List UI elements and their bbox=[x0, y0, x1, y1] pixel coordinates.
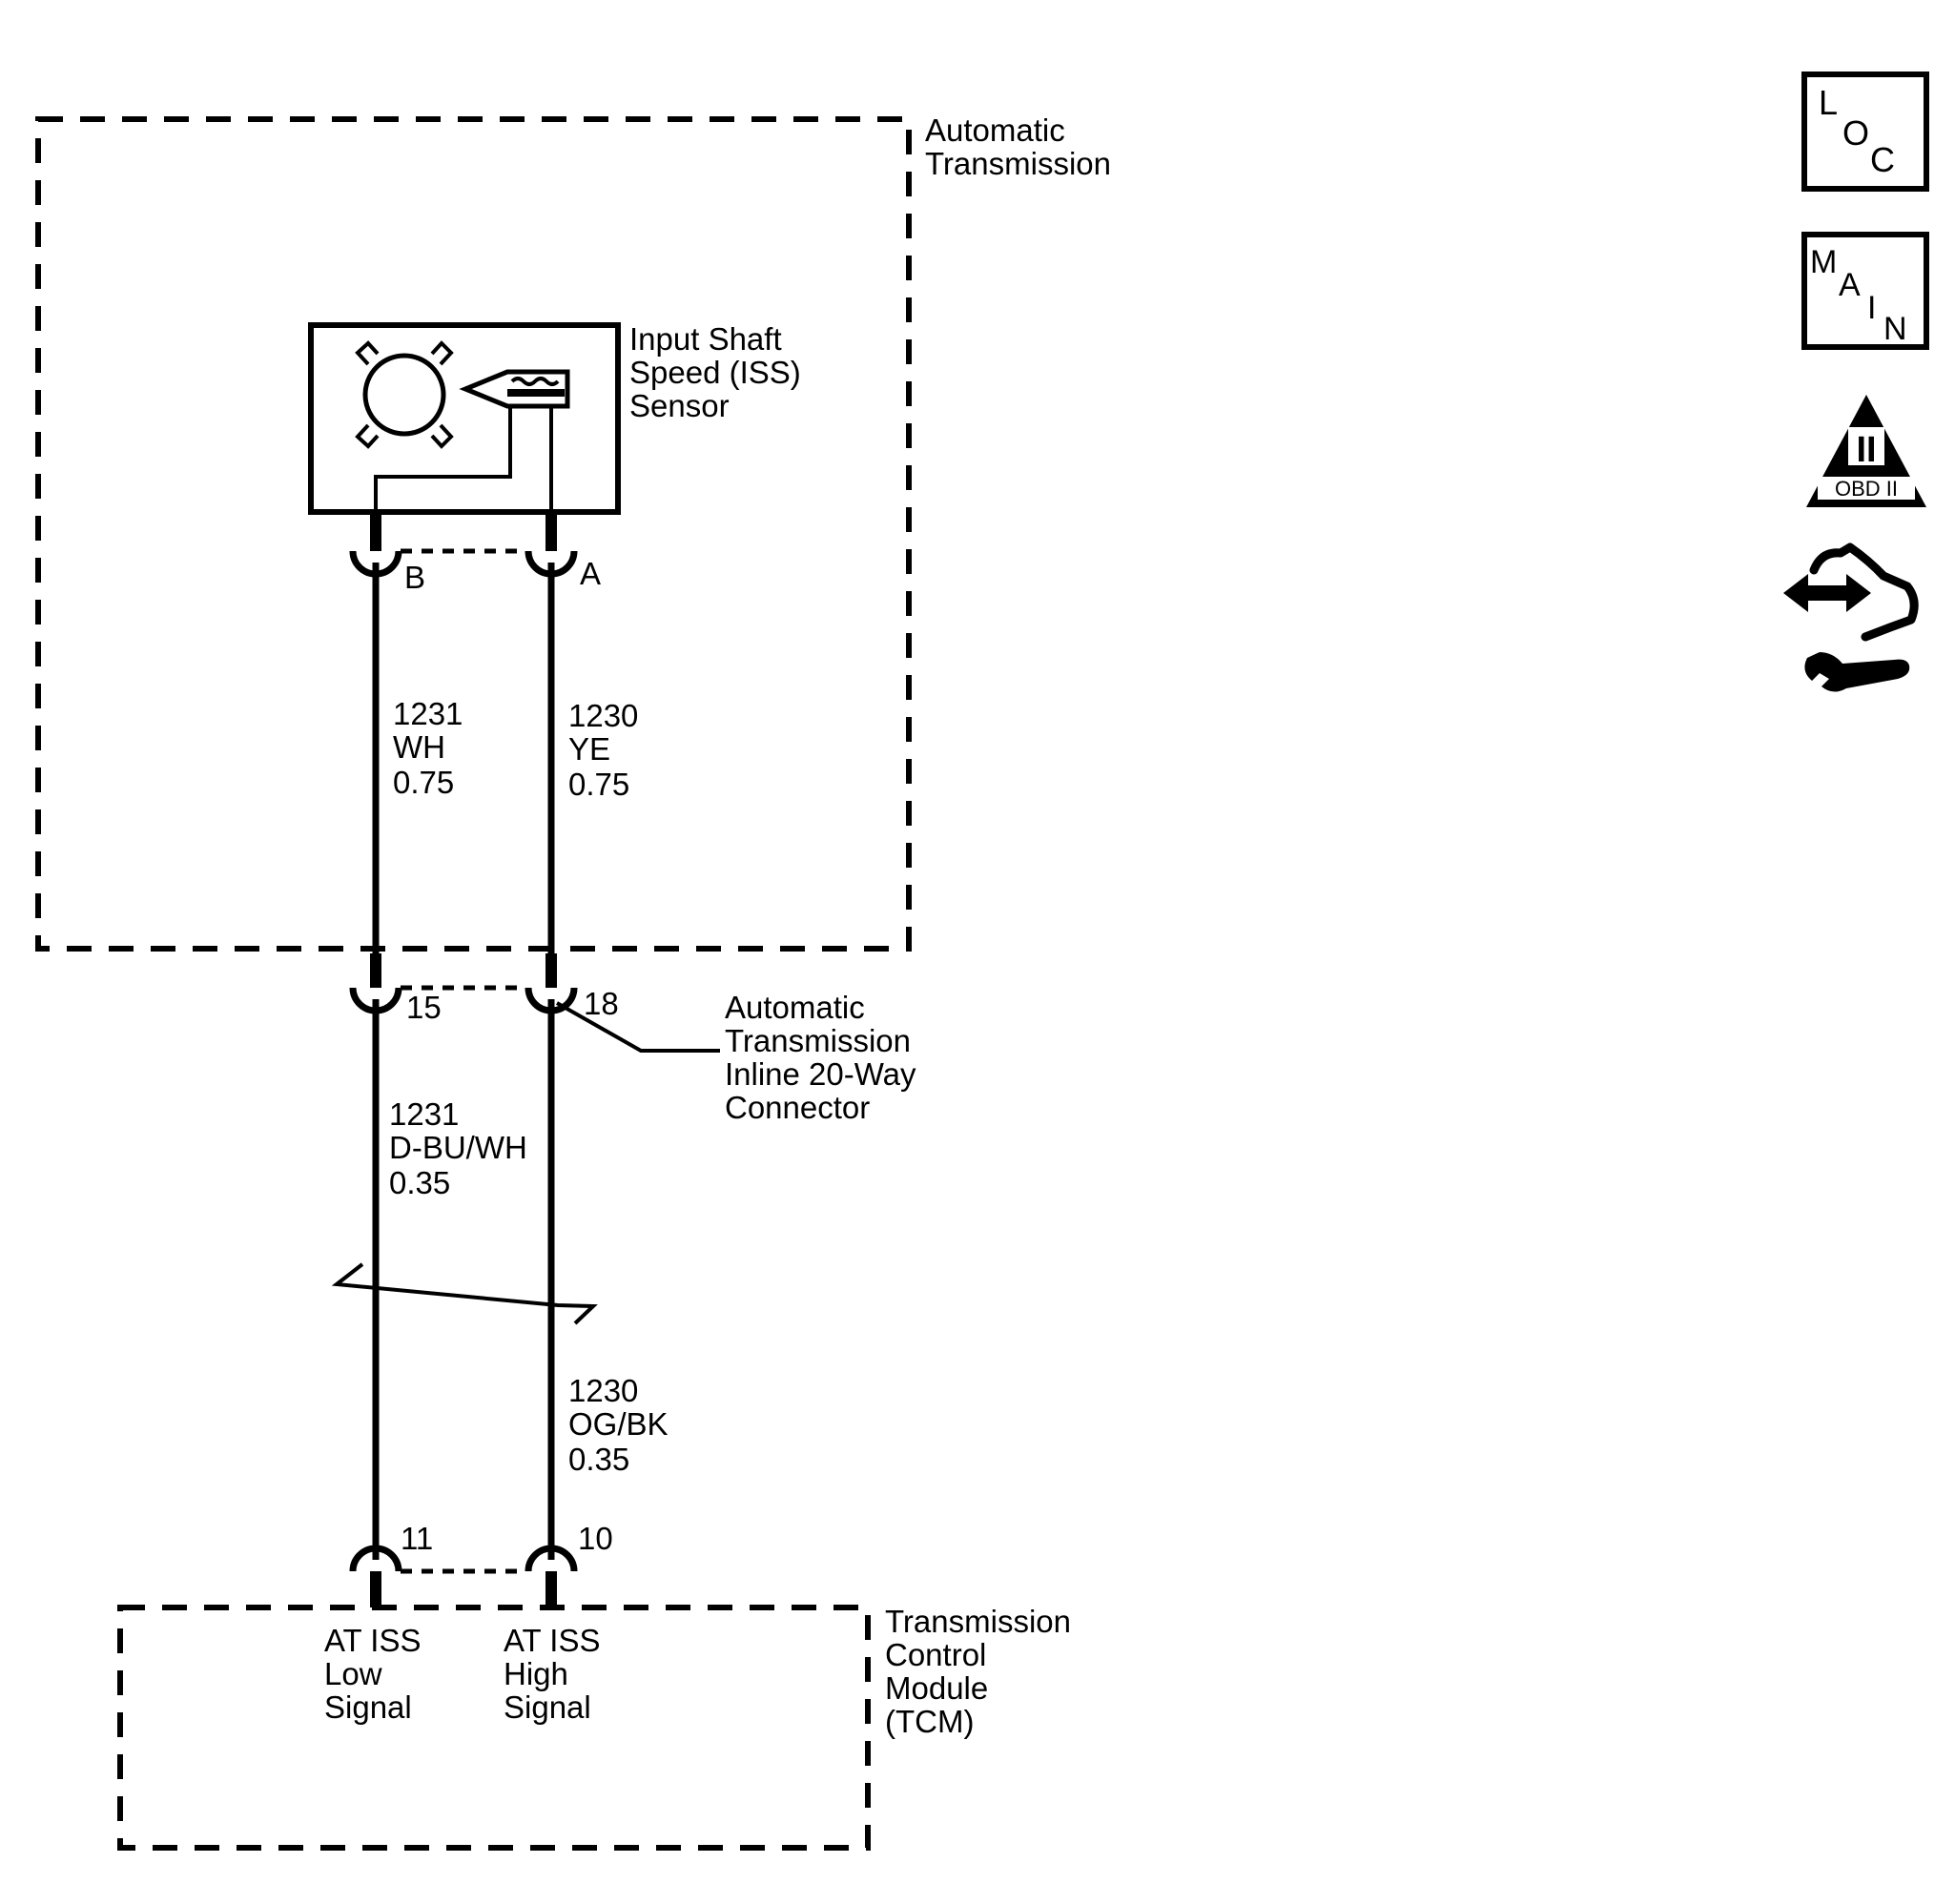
loc-icon[interactable]: L O C bbox=[1801, 72, 1929, 192]
main-icon[interactable]: M A I N bbox=[1801, 232, 1929, 350]
inline-connector bbox=[349, 953, 720, 1053]
tcm-label-4: (TCM) bbox=[885, 1704, 974, 1739]
svg-text:C: C bbox=[1870, 140, 1895, 179]
iss-sensor-label-1: Input Shaft bbox=[629, 321, 782, 357]
tcm-terminal-high-1: AT ISS bbox=[504, 1623, 600, 1658]
svg-text:O: O bbox=[1842, 113, 1869, 153]
gear-icon bbox=[355, 340, 454, 449]
sensor-connector bbox=[349, 515, 578, 578]
svg-text:I: I bbox=[1867, 290, 1876, 326]
tcm-pin-10: 10 bbox=[578, 1521, 613, 1556]
tcm-connector bbox=[349, 1545, 578, 1607]
obd-ii-icon[interactable]: II OBD II bbox=[1806, 395, 1926, 507]
hand-wrench-icon[interactable] bbox=[1783, 543, 1919, 692]
tcm-label-1: Transmission bbox=[885, 1604, 1071, 1639]
wire-lower-right-gauge: 0.35 bbox=[568, 1442, 629, 1477]
svg-text:N: N bbox=[1883, 311, 1907, 347]
tcm-terminal-low-1: AT ISS bbox=[324, 1623, 421, 1658]
automatic-transmission-boundary bbox=[35, 116, 912, 952]
svg-text:OBD II: OBD II bbox=[1835, 477, 1898, 501]
wire-lower-right-color: OG/BK bbox=[568, 1406, 669, 1442]
tcm-label-2: Control bbox=[885, 1637, 986, 1672]
wire-upper-left-color: WH bbox=[393, 729, 445, 765]
wire-upper-right-gauge: 0.75 bbox=[568, 767, 629, 802]
tcm-terminal-high-3: Signal bbox=[504, 1689, 591, 1725]
svg-text:L: L bbox=[1819, 83, 1838, 122]
sensor-pin-a: A bbox=[580, 556, 601, 591]
wire-lower-left-circuit: 1231 bbox=[389, 1096, 459, 1132]
twisted-pair-symbol bbox=[331, 1262, 598, 1325]
svg-text:A: A bbox=[1839, 267, 1861, 303]
tcm-label-3: Module bbox=[885, 1670, 988, 1706]
tcm-terminal-high-2: High bbox=[504, 1656, 568, 1691]
svg-text:M: M bbox=[1810, 244, 1837, 280]
wire-upper-right-color: YE bbox=[568, 731, 610, 767]
tcm-pin-11: 11 bbox=[401, 1521, 433, 1556]
inline-connector-label-4: Connector bbox=[725, 1090, 870, 1125]
automatic-transmission-label-2: Transmission bbox=[925, 146, 1111, 181]
sensor-pin-b: B bbox=[404, 560, 425, 595]
svg-text:II: II bbox=[1856, 430, 1876, 470]
wire-upper-right-circuit: 1230 bbox=[568, 698, 638, 733]
iss-sensor-label-2: Speed (ISS) bbox=[629, 355, 801, 390]
wire-lower-left-color: D-BU/WH bbox=[389, 1130, 527, 1165]
tcm-terminal-low-2: Low bbox=[324, 1656, 382, 1691]
iss-sensor bbox=[308, 322, 621, 534]
tcm-boundary bbox=[117, 1605, 871, 1851]
wire-lower-right-circuit: 1230 bbox=[568, 1373, 638, 1408]
iss-sensor-label-3: Sensor bbox=[629, 388, 730, 423]
tcm-terminal-low-3: Signal bbox=[324, 1689, 412, 1725]
inline-pin-18: 18 bbox=[584, 986, 619, 1021]
wire-upper-left-gauge: 0.75 bbox=[393, 765, 454, 800]
pickup-sensor-icon bbox=[459, 369, 570, 409]
inline-connector-label-3: Inline 20-Way bbox=[725, 1056, 916, 1092]
inline-pin-15: 15 bbox=[406, 990, 442, 1025]
inline-connector-label-1: Automatic bbox=[725, 990, 865, 1025]
wire-lower-left-gauge: 0.35 bbox=[389, 1165, 450, 1200]
inline-connector-label-2: Transmission bbox=[725, 1023, 911, 1058]
automatic-transmission-label-1: Automatic bbox=[925, 113, 1065, 148]
wire-upper-left-circuit: 1231 bbox=[393, 696, 463, 731]
